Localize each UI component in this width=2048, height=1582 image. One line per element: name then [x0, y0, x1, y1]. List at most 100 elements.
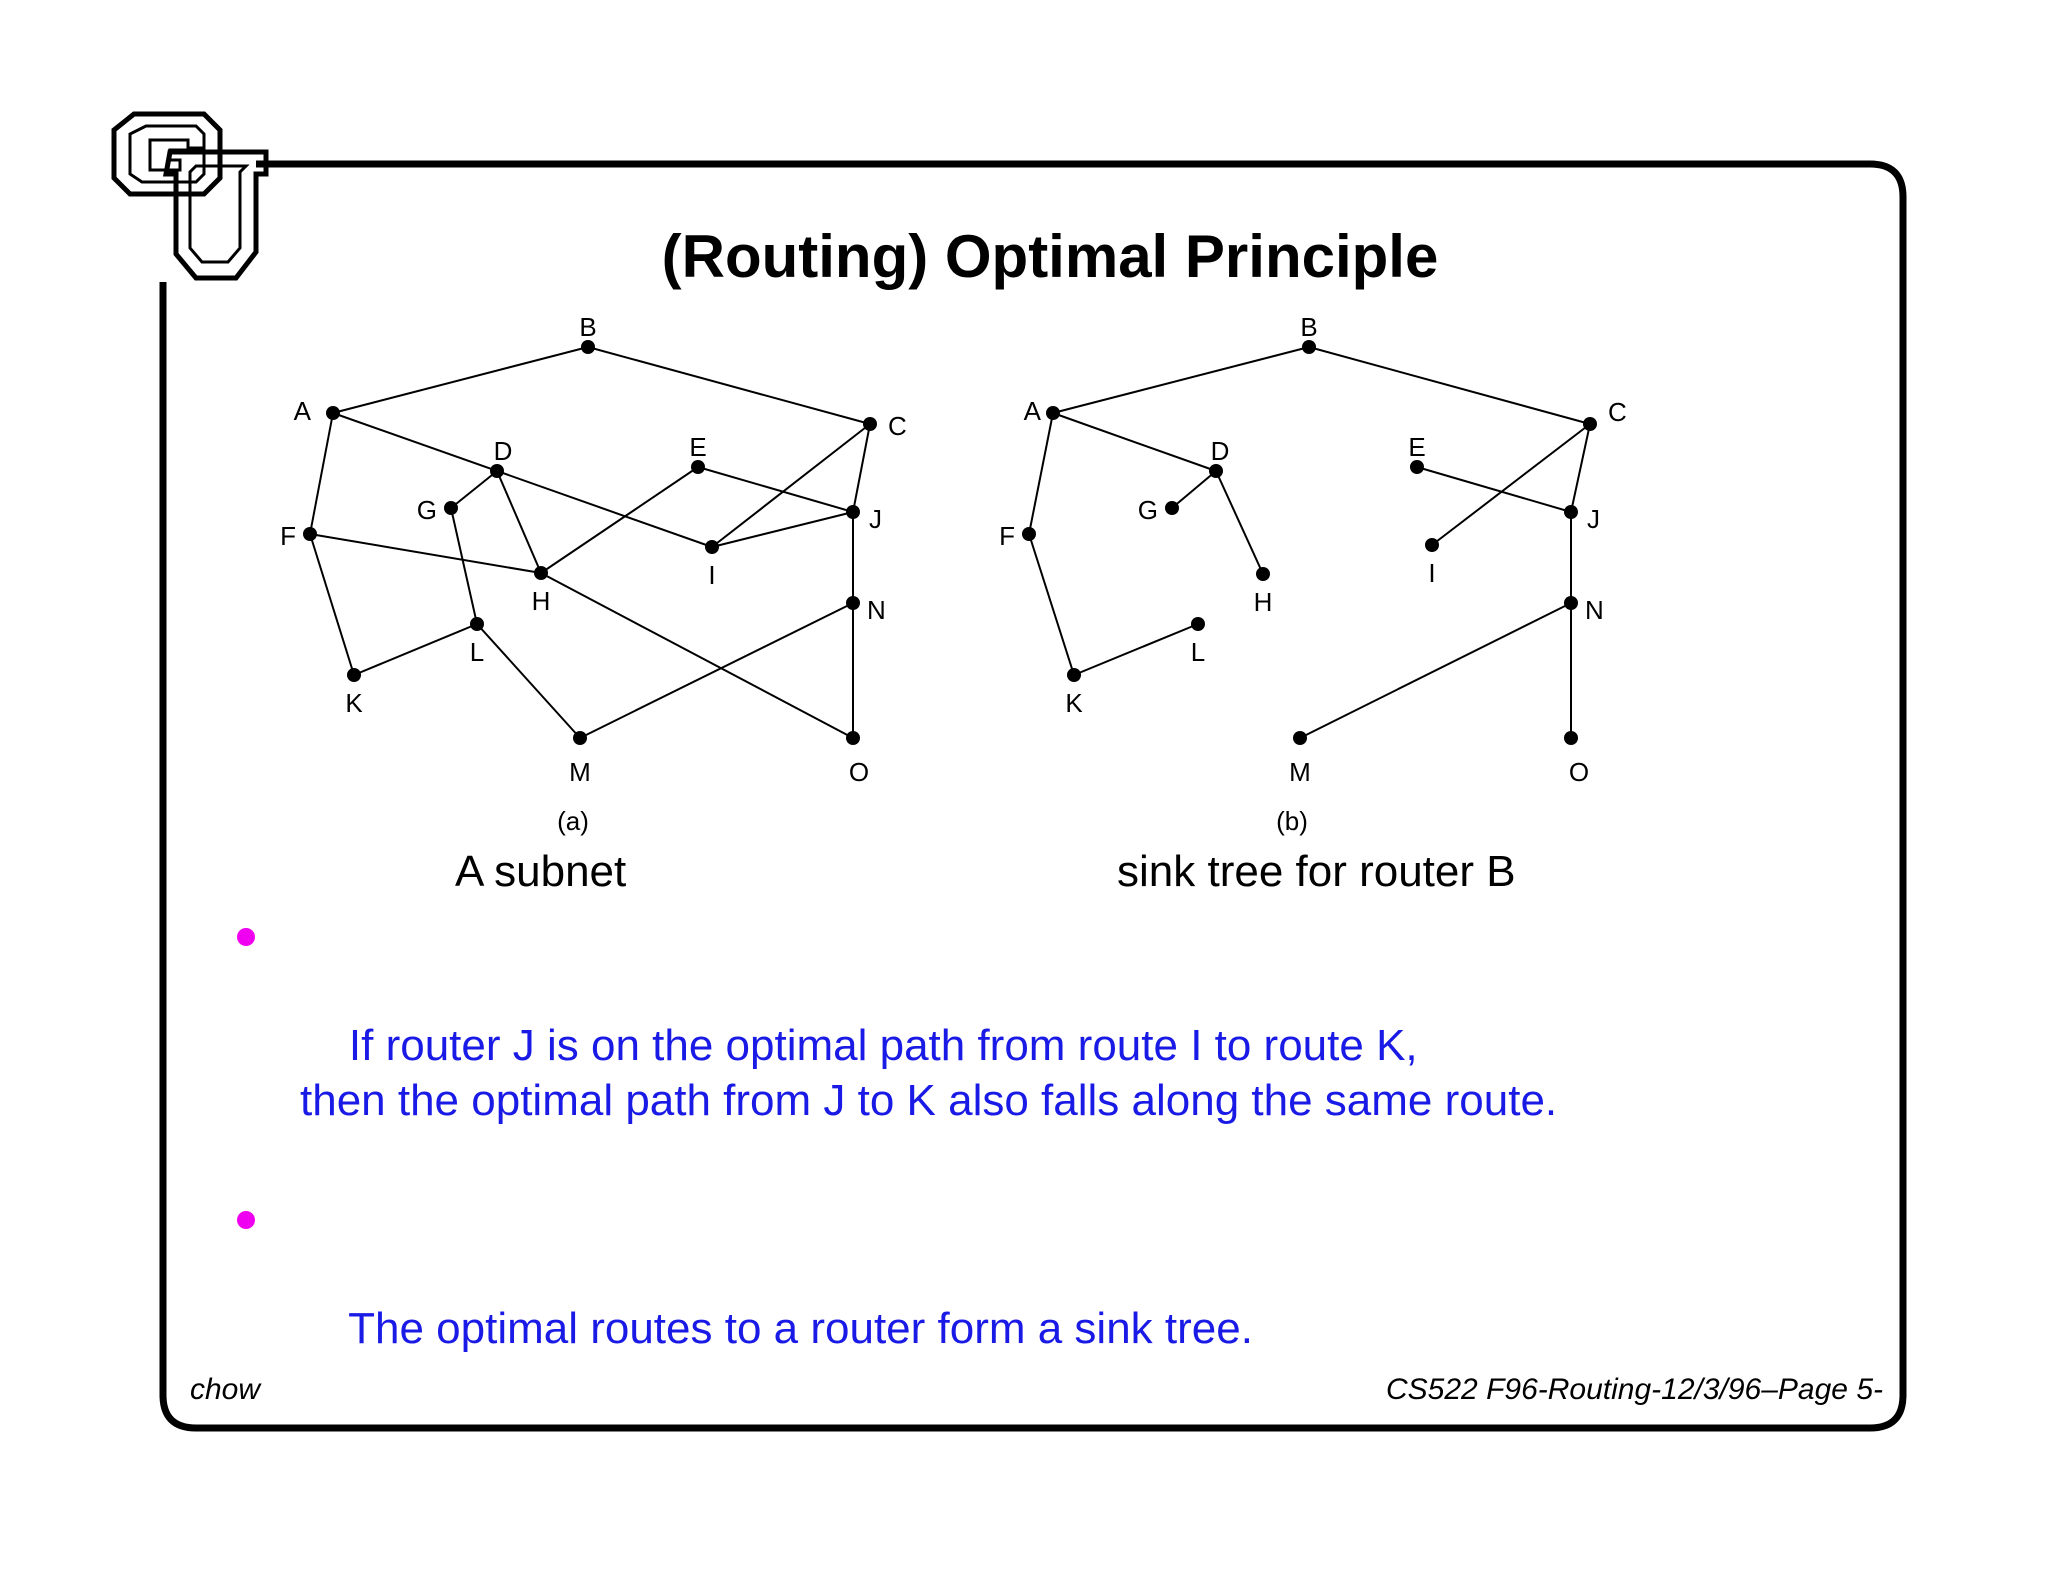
graph-a-edge-K-L: [353, 623, 478, 676]
graph-a-edge-L-M: [476, 623, 581, 739]
graph-b-node-J: [1564, 505, 1578, 519]
graph-a-node-label-M: M: [569, 757, 591, 787]
graph-a-edge-C-J: [852, 423, 871, 513]
slide-border: [159, 160, 1907, 1432]
graph-a-node-G: [444, 501, 458, 515]
graph-b-edge-F-K: [1028, 533, 1075, 676]
graph-b-edge-E-J: [1416, 466, 1572, 513]
bullet-list: If router J is on the optimal path from …: [237, 908, 1557, 1419]
bullet-item: The optimal routes to a router form a si…: [237, 1191, 1557, 1411]
graph-b-node-N: [1564, 596, 1578, 610]
graph-a-edge-D-H: [496, 470, 542, 574]
graph-b-edge-A-B: [1052, 346, 1310, 414]
graph-b-node-E: [1410, 460, 1424, 474]
graph-b-edge-C-I: [1431, 423, 1591, 546]
graph-b-node-G: [1165, 501, 1179, 515]
graph-a-edge-H-O: [540, 572, 854, 739]
graph-b-node-L: [1191, 617, 1205, 631]
graph-a-edge-A-I: [332, 412, 713, 548]
graph-a-node-label-E: E: [689, 432, 706, 462]
cu-logo-icon: [111, 111, 269, 281]
graph-a-edge-G-L: [450, 507, 478, 625]
graph-a-node-F: [303, 527, 317, 541]
graph-a-node-label-B: B: [579, 312, 596, 342]
graph-a-node-N: [846, 596, 860, 610]
graph-a-edge-B-C: [587, 346, 871, 425]
graph-b-node-O: [1564, 731, 1578, 745]
graph-b-node-label-A: A: [1024, 396, 1042, 426]
slide-title: (Routing) Optimal Principle: [661, 223, 1439, 290]
graph-a-node-C: [863, 417, 877, 431]
graph-b-edge-D-H: [1215, 470, 1264, 575]
graph-b-node-F: [1022, 527, 1036, 541]
graph-a-node-label-I: I: [708, 560, 715, 590]
graph-b-node-label-B: B: [1300, 312, 1317, 342]
graph-b-node-label-K: K: [1065, 688, 1083, 718]
graph-a-edge-F-K: [309, 533, 355, 676]
graph-b-node-label-F: F: [999, 521, 1015, 551]
graph-b-edge-A-D: [1052, 412, 1217, 472]
footer-page-info: CS522 F96-Routing-12/3/96–Page 5-: [1386, 1373, 1883, 1406]
caption-b: sink tree for router B: [1117, 847, 1516, 896]
figure-a-label: (a): [557, 806, 589, 836]
graph-b-edge-D-G: [1171, 470, 1217, 509]
graph-b-node-label-I: I: [1428, 558, 1435, 588]
graph-b-edge-A-F: [1028, 412, 1054, 535]
graph-a-edge-M-N: [579, 602, 854, 739]
bullet-dot-icon: [237, 928, 255, 946]
graph-a-node-J: [846, 505, 860, 519]
graph-a-node-label-D: D: [494, 436, 513, 466]
graph-b-node-label-L: L: [1191, 637, 1205, 667]
graph-a-node-A: [326, 406, 340, 420]
graph-b-edge-K-L: [1073, 623, 1199, 676]
graph-a-node-label-F: F: [280, 521, 296, 551]
graph-a-edge-E-H: [540, 466, 699, 574]
graph-b-node-label-G: G: [1138, 495, 1158, 525]
graph-a-node-E: [691, 460, 705, 474]
graph-b-node-label-H: H: [1254, 587, 1273, 617]
graph-b-node-I: [1425, 538, 1439, 552]
graph-b-node-label-D: D: [1211, 436, 1230, 466]
bullet-dot-icon: [237, 1211, 255, 1229]
graph-b-node-label-O: O: [1569, 757, 1589, 787]
graph-b-node-D: [1209, 464, 1223, 478]
graph-b-edge-C-J: [1570, 423, 1591, 513]
footer-author: chow: [190, 1373, 261, 1406]
graph-b-node-label-C: C: [1608, 397, 1627, 427]
bullet-item: If router J is on the optimal path from …: [237, 908, 1557, 1183]
graph-a-edge-I-J: [711, 511, 854, 548]
graph-a-node-label-G: G: [417, 495, 437, 525]
graph-a-edge-E-J: [697, 466, 854, 513]
graph-b-edge-N-M: [1299, 602, 1572, 739]
graph-a-node-label-O: O: [849, 757, 869, 787]
graph-b-node-A: [1046, 406, 1060, 420]
graph-b-node-label-M: M: [1289, 757, 1311, 787]
graph-b-node-B: [1302, 340, 1316, 354]
graph-b-node-M: [1293, 731, 1307, 745]
graph-a-node-K: [347, 668, 361, 682]
graph-a-node-label-H: H: [532, 586, 551, 616]
graph-a-node-M: [573, 731, 587, 745]
graph-b-node-C: [1583, 417, 1597, 431]
graph-a-node-label-K: K: [345, 688, 363, 718]
graph-a-node-label-J: J: [869, 504, 882, 534]
graph-a-node-label-L: L: [470, 637, 484, 667]
graph-a-node-H: [534, 566, 548, 580]
graph-b-node-K: [1067, 668, 1081, 682]
graph-a-node-O: [846, 731, 860, 745]
graph-b-edge-B-C: [1308, 346, 1591, 425]
graph-a-node-label-N: N: [867, 595, 886, 625]
caption-a: A subnet: [455, 847, 627, 896]
graph-a-node-label-C: C: [888, 411, 907, 441]
graph-a-node-D: [490, 464, 504, 478]
graph-b-node-H: [1256, 567, 1270, 581]
graph-a-edge-A-F: [309, 412, 334, 535]
graph-a-edge-F-H: [309, 533, 542, 574]
graph-b-node-label-N: N: [1585, 595, 1604, 625]
figure-b-label: (b): [1276, 806, 1308, 836]
graph-a-edge-C-I: [711, 423, 871, 548]
graph-a-edge-A-B: [332, 346, 589, 414]
